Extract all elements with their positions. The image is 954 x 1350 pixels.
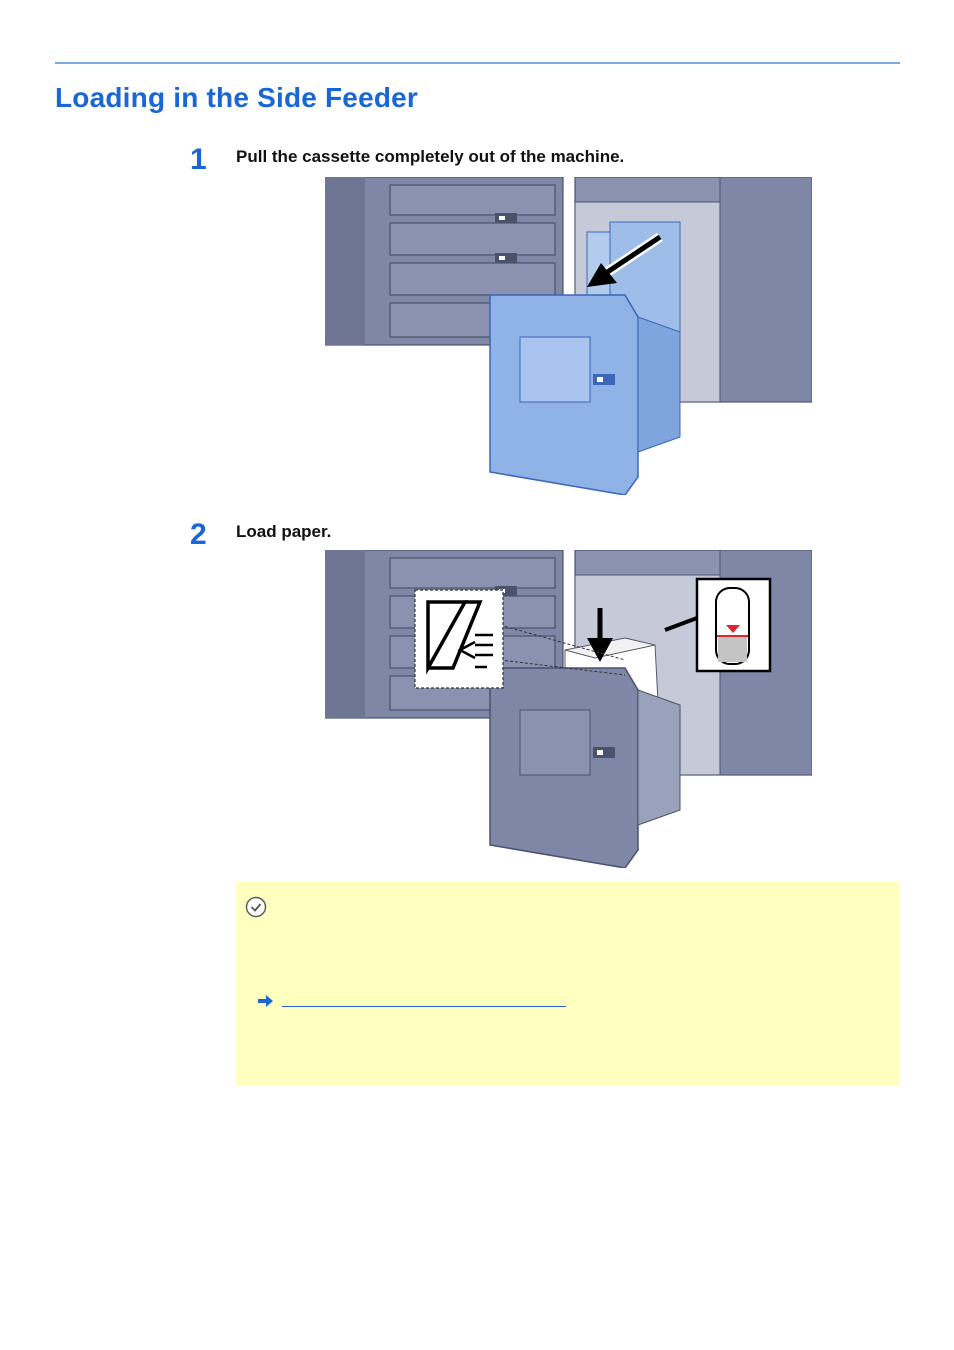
arrow-right-icon [258,995,273,1007]
check-circle-icon [245,896,267,918]
cassette-pull-illustration [325,177,812,495]
top-rule [55,62,900,64]
note-box [236,882,900,1085]
step-2-text: Load paper. [236,522,332,541]
step-2-number: 2 [190,518,207,551]
load-paper-illustration [325,550,812,868]
step-1-text: Pull the cassette completely out of the … [236,147,625,166]
reference-link[interactable] [282,1006,566,1007]
step-1-number: 1 [190,143,207,176]
page-title: Loading in the Side Feeder [55,82,419,113]
